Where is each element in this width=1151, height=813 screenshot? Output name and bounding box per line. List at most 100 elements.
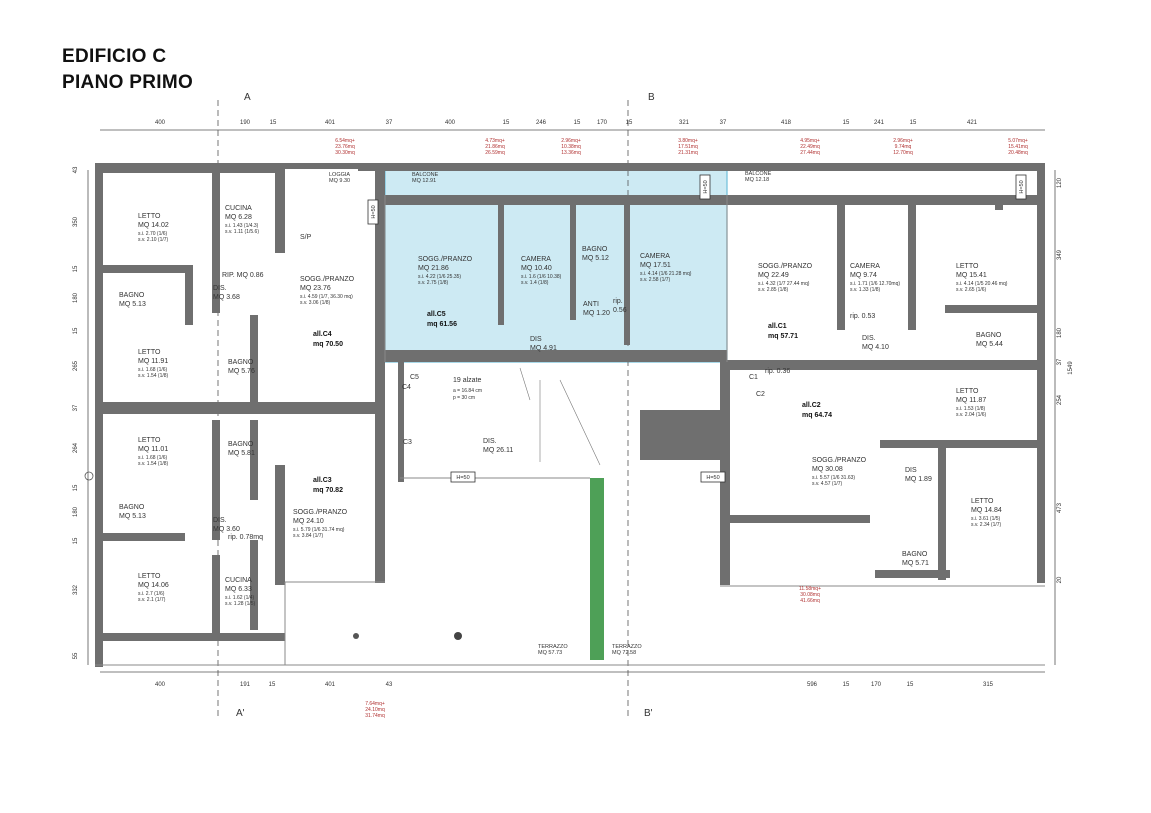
- dimension-label: 15: [269, 682, 276, 688]
- dimension-lines: [87, 129, 1056, 673]
- room-note: s.i. 1.6 (1/6 10.38): [521, 274, 562, 280]
- unit-area: mq 57.71: [768, 333, 798, 340]
- room-area: MQ 24.10: [293, 518, 324, 525]
- unit-area: mq 61.56: [427, 321, 457, 328]
- room-area: MQ 5.44: [976, 341, 1003, 348]
- dimension-label: 120: [1057, 177, 1063, 188]
- outdoor-name: BALCONE: [412, 172, 439, 178]
- room-note: s.i. 1.43 (1/4.3): [225, 223, 259, 229]
- wall-segment: [212, 555, 220, 641]
- dimension-label: 350: [73, 216, 79, 227]
- height-tag: H=50: [700, 471, 726, 483]
- surface-note: 6.54mq+: [335, 138, 355, 144]
- wall-segment: [640, 410, 720, 460]
- dimension-label: 15: [73, 265, 79, 272]
- room-note: s.v. 4.57 (1/7): [812, 481, 843, 487]
- unit-area: mq 70.82: [313, 487, 343, 494]
- room-label: BAGNO MQ 5.13: [119, 504, 146, 520]
- surface-note: 2.96mq+: [893, 138, 913, 144]
- wall-segment: [385, 195, 727, 205]
- dimension-label: 596: [807, 682, 818, 688]
- dimension-label: 55: [73, 652, 79, 659]
- dimension-label: 191: [240, 682, 251, 688]
- room-name: LETTO: [138, 349, 161, 356]
- room-area: MQ 3.60: [213, 526, 240, 533]
- unit-id: all.C5: [427, 311, 446, 318]
- dimension-label: 421: [967, 120, 978, 126]
- room-area: MQ 10.40: [521, 265, 552, 272]
- dimension-label: 15: [910, 120, 917, 126]
- wall-segment: [95, 533, 185, 541]
- dimension-label: 170: [597, 120, 608, 126]
- surface-note: 2.96mq+: [561, 138, 581, 144]
- height-tag: H=50: [450, 471, 476, 483]
- room-area: MQ 9.74: [850, 272, 877, 279]
- wall-segment: [995, 195, 1003, 210]
- wall-segment: [727, 195, 1037, 205]
- room-name: LETTO: [971, 498, 994, 505]
- surface-note: 27.44mq: [800, 150, 820, 156]
- room-name: SOGG./PRANZO: [293, 509, 348, 516]
- room-name: DIS.: [213, 285, 227, 292]
- height-tag-box: [1015, 174, 1027, 200]
- room-note: s.i. 1.68 (1/6): [138, 455, 168, 461]
- room-note: s.v. 1.28 (1/5): [225, 601, 256, 607]
- room-area: MQ 6.33: [225, 586, 252, 593]
- room-name: LETTO: [138, 213, 161, 220]
- room-name: CAMERA: [850, 263, 880, 270]
- room-area: MQ 11.87: [956, 397, 986, 404]
- surface-note: 17.51mq: [678, 144, 698, 150]
- wall-segment: [358, 163, 1043, 171]
- room-area: MQ 1.20: [583, 310, 610, 317]
- wall-segment: [398, 362, 404, 482]
- section-marker-b: B: [648, 92, 655, 103]
- room-name: BAGNO: [119, 504, 145, 511]
- outdoor-area: MQ 12.18: [745, 177, 769, 183]
- dimension-label: 43: [73, 166, 79, 173]
- dimension-label: 264: [73, 442, 79, 453]
- room-area: MQ 14.02: [138, 222, 169, 229]
- wall-segment: [95, 265, 185, 273]
- dimension-label: 180: [73, 506, 79, 517]
- room-note: s.i. 4.14 (1/6 21.28 mq): [640, 271, 692, 277]
- room-area: MQ 5.13: [119, 513, 146, 520]
- room-label: rip. 0.36: [765, 368, 790, 375]
- room-note: s.i. 2.7 (1/6): [138, 591, 165, 597]
- wall-segment: [938, 440, 946, 580]
- surface-note: 13.36mq: [561, 150, 581, 156]
- height-tag-box: [699, 174, 711, 200]
- surface-note: 4.73mq+: [485, 138, 505, 144]
- room-note: s.i. 4.14 (1/5 20.46 mq): [956, 281, 1008, 287]
- room-area: MQ 11.91: [138, 358, 168, 365]
- room-name: CAMERA: [521, 256, 551, 263]
- surface-note: 24.10mq: [365, 707, 385, 713]
- dimension-label: 15: [73, 537, 79, 544]
- room-area: MQ 3.68: [213, 294, 240, 301]
- section-marker-a-bottom: A': [236, 708, 245, 719]
- room-name: LETTO: [138, 437, 161, 444]
- surface-note: 3.80mq+: [678, 138, 698, 144]
- unit-tag: C5: [410, 374, 419, 381]
- height-tag: H=50: [699, 174, 711, 200]
- room-area: MQ 22.49: [758, 272, 789, 279]
- room-name: CUCINA: [225, 577, 252, 584]
- room-note: s.v. 2.04 (1/6): [956, 412, 987, 418]
- wall-segment: [212, 163, 220, 313]
- room-note: s.v. 1.11 (1/5.6): [225, 229, 259, 235]
- wall-segment: [727, 360, 1037, 370]
- stair-note-line: a = 16.84 cm: [453, 388, 482, 394]
- room-name: DIS: [530, 336, 542, 343]
- room-note: s.i. 1.68 (1/6): [138, 367, 168, 373]
- dimension-label: 265: [73, 360, 79, 371]
